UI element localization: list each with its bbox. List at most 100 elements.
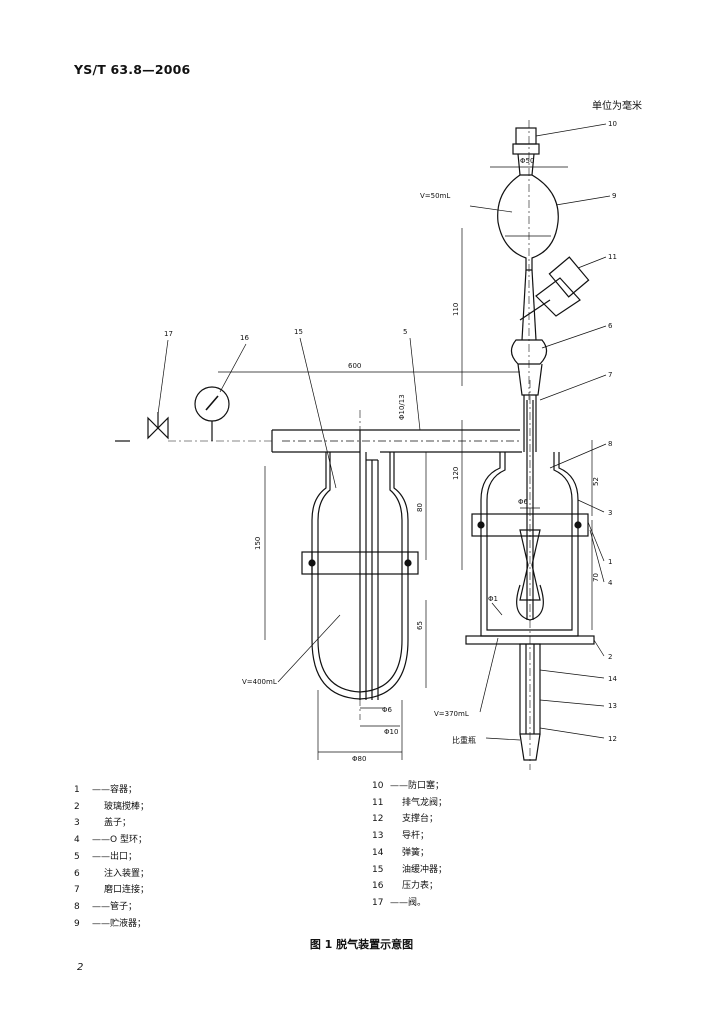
legend-item: 11 排气龙阀； (372, 795, 447, 812)
dim-150: 150 (254, 537, 262, 550)
legend-item-label: 防口塞； (408, 781, 445, 791)
legend-item-label: 支撑台； (402, 814, 439, 825)
legend-item-label: 磨口连接； (104, 885, 150, 896)
callout-2: 2 (608, 653, 612, 661)
right-vessel (465, 380, 595, 770)
volume-50ml: V=50mL (420, 192, 450, 200)
unit-note: 单位为毫米 (592, 101, 642, 112)
dim-phi6-right: Φ6 (518, 498, 529, 506)
callout-11: 11 (608, 253, 617, 261)
legend-item-number: 12 (372, 814, 384, 825)
legend-item: 9——贮液器； (74, 916, 149, 933)
legend-item-label: 管子； (110, 901, 138, 912)
callout-14-a: 14 (608, 675, 617, 683)
legend-item-number: 1 (74, 785, 80, 795)
pressure-gauge-icon (194, 386, 230, 441)
legend-item-number: 10 (372, 781, 384, 791)
callout-9: 9 (612, 192, 616, 200)
callout-17: 17 (164, 330, 173, 338)
standard-code: YS/T 63.8—2006 (74, 62, 191, 77)
dim-120: 120 (452, 467, 460, 480)
volume-400ml: V=400mL (242, 678, 277, 686)
dim-phi6-left: Φ6 (382, 706, 393, 714)
legend-item-number: 5 (74, 851, 80, 862)
legend-item-number: 16 (372, 881, 384, 892)
dimension-labels: Φ50 Φ10/13 600 110 120 52 70 Φ6 80 150 6… (254, 157, 600, 763)
upper-reservoir (497, 120, 590, 452)
legend-item-dash: —— (92, 835, 110, 846)
legend-item: 16 压力表； (372, 878, 447, 895)
legend-item-label: 排气龙阀； (402, 797, 448, 808)
dim-110: 110 (452, 303, 460, 316)
legend-item-label: 弹簧； (402, 847, 430, 858)
legend-item: 1 ——容器； (74, 782, 149, 799)
page-number: 2 (77, 962, 84, 973)
legend-item-dash: —— (92, 785, 110, 795)
legend-item-dash: —— (390, 897, 408, 908)
legend-item-label: 贮液器； (110, 918, 147, 929)
dim-52: 52 (592, 477, 600, 486)
legend-item-number: 6 (74, 868, 80, 879)
legend-item-dash: —— (390, 781, 408, 791)
dim-600: 600 (348, 362, 361, 370)
legend-item: 2 玻璃搅棒； (74, 799, 149, 816)
callout-4: 4 (608, 579, 613, 587)
legend-item: 4——O 型环； (74, 832, 149, 849)
legend-item-number: 13 (372, 831, 384, 842)
legend-item-label: O 型环； (110, 835, 147, 846)
legend-item-number: 14 (372, 847, 384, 858)
dim-phi80: Φ80 (352, 755, 366, 763)
legend-item-label: 压力表； (402, 881, 439, 892)
legend-item: 17 ——阀。 (372, 895, 447, 912)
volume-labels: V=50mL V=400mL V=370mL (242, 192, 469, 718)
callout-16: 16 (240, 334, 249, 342)
legend-item-label: 玻璃搅棒； (104, 801, 150, 812)
callout-13: 13 (608, 702, 617, 710)
legend-item-dash: —— (92, 851, 110, 862)
legend-item-dash: —— (92, 918, 110, 929)
legend-item-number: 8 (74, 901, 80, 912)
legend-item: 6 注入装置； (74, 866, 149, 883)
callout-8: 8 (608, 440, 612, 448)
legend-item: 12 支撑台； (372, 811, 447, 828)
dim-phi1: Φ1 (488, 595, 498, 603)
dim-80: 80 (416, 503, 424, 512)
legend-item: 14 弹簧； (372, 845, 447, 862)
legend-item-number: 17 (372, 897, 384, 908)
legend-item: 8 ——管子； (74, 899, 149, 916)
callout-15: 15 (294, 328, 303, 336)
legend-item-number: 3 (74, 818, 80, 829)
callout-7: 7 (608, 371, 612, 379)
leader-lines (157, 123, 611, 741)
legend-item-number: 15 (372, 864, 384, 875)
dim-phi10: Φ10 (384, 728, 398, 736)
legend-item-label: 油缓冲器； (402, 864, 448, 875)
dimension-lines (218, 166, 593, 760)
dim-phi50: Φ50 (520, 157, 534, 165)
degassing-apparatus-figure: 10 9 11 6 7 8 3 1 4 2 14 13 12 5 15 16 1… (115, 120, 617, 770)
figure-caption: 图 1 脱气装置示意图 (309, 938, 414, 951)
legend-item-label: 阀。 (408, 897, 427, 908)
legend-item-label: 导杆； (402, 831, 430, 842)
callout-12: 12 (608, 735, 617, 743)
volume-370ml: V=370mL (434, 710, 469, 718)
legend-item-label: 注入装置； (104, 868, 150, 879)
legend-item-number: 2 (74, 801, 80, 812)
scale-label: 比重瓶 (452, 735, 476, 745)
dim-phi10-13: Φ10/13 (398, 394, 406, 420)
legend-item-label: 盖子； (104, 818, 132, 829)
legend-item-label: 容器； (110, 785, 138, 795)
callout-5: 5 (403, 328, 407, 336)
legend-item: 10 ——防口塞； (372, 778, 447, 795)
callout-10: 10 (608, 120, 617, 128)
legend-item: 13 导杆； (372, 828, 447, 845)
callout-3: 3 (608, 509, 612, 517)
dim-65: 65 (416, 621, 424, 630)
legend-item-number: 11 (372, 797, 384, 808)
legend-item-dash: —— (92, 901, 110, 912)
callout-6: 6 (608, 322, 613, 330)
outlet-tube (271, 429, 522, 453)
